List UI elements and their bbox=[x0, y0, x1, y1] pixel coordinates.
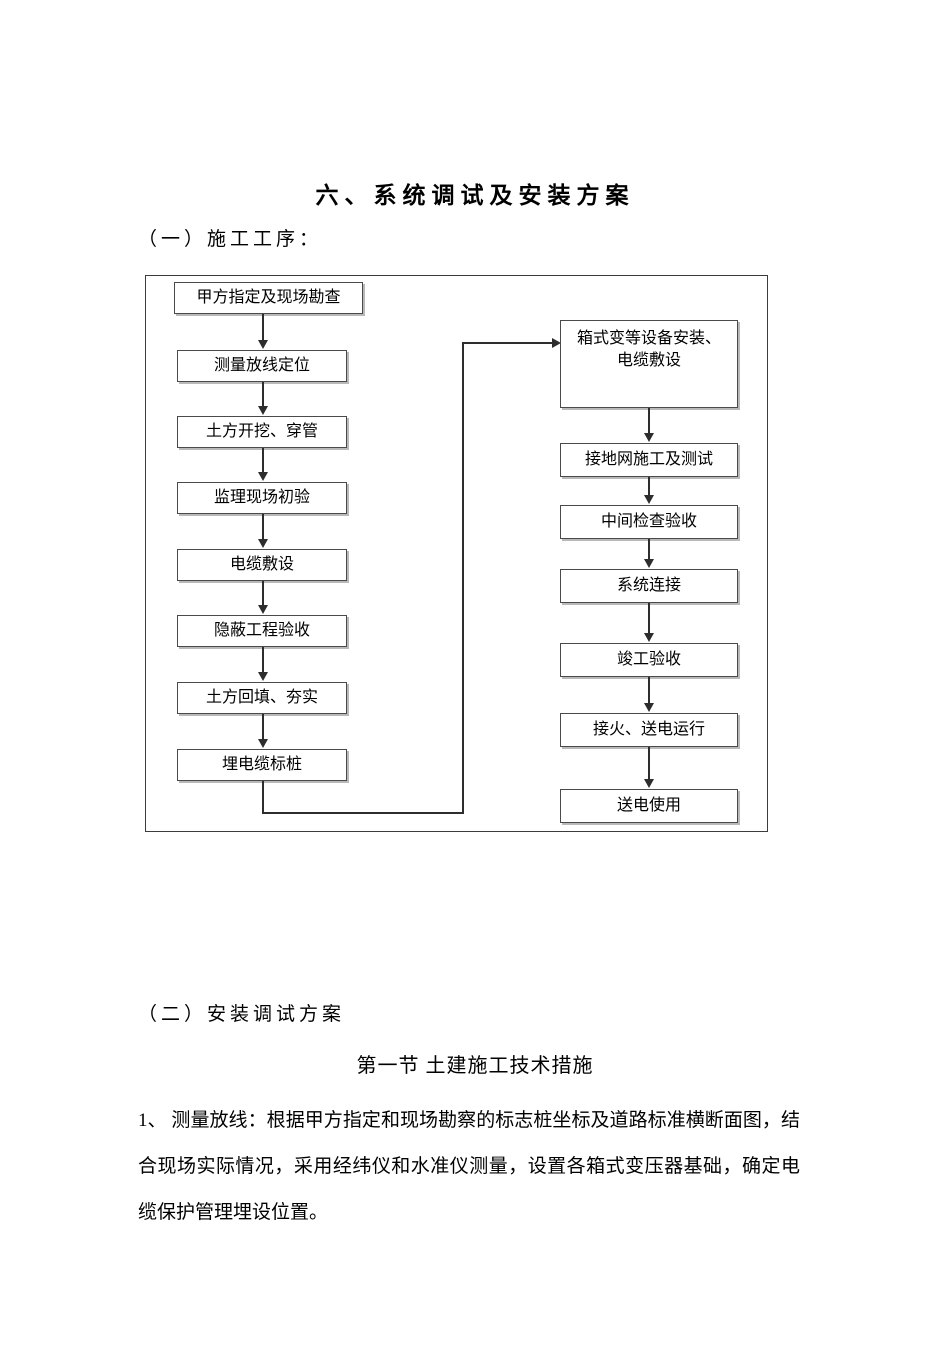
flow-box-left-1[interactable]: 甲方指定及现场勘查 bbox=[174, 282, 363, 314]
flow-box-left-3[interactable]: 土方开挖、穿管 bbox=[177, 416, 347, 448]
connector-right-3-4 bbox=[648, 539, 650, 560]
flow-box-right-2[interactable]: 接地网施工及测试 bbox=[560, 443, 738, 477]
section-heading-civil-works: 第一节 土建施工技术措施 bbox=[356, 1055, 594, 1077]
connector-bridge-up bbox=[462, 342, 464, 812]
connector-left-4-5 bbox=[262, 514, 264, 540]
connector-left-3-4 bbox=[262, 448, 264, 473]
arrowhead-right-5-6 bbox=[644, 703, 654, 712]
flow-box-right-5[interactable]: 竣工验收 bbox=[560, 643, 738, 677]
flow-box-left-7[interactable]: 土方回填、夯实 bbox=[177, 682, 347, 714]
arrowhead-left-4-5 bbox=[258, 539, 268, 548]
flow-box-right-6[interactable]: 接火、送电运行 bbox=[560, 713, 738, 747]
arrowhead-left-3-4 bbox=[258, 472, 268, 481]
connector-left-6-7 bbox=[262, 647, 264, 673]
flow-box-left-2[interactable]: 测量放线定位 bbox=[177, 350, 347, 382]
connector-right-2-3 bbox=[648, 477, 650, 496]
flowchart-canvas: 甲方指定及现场勘查 测量放线定位 土方开挖、穿管 监理现场初验 电缆敷设 隐蔽工… bbox=[146, 276, 767, 831]
connector-bridge-bottom bbox=[262, 812, 464, 814]
arrowhead-right-3-4 bbox=[644, 559, 654, 568]
connector-left-5-6 bbox=[262, 581, 264, 606]
connector-left-1-2 bbox=[262, 314, 264, 341]
arrowhead-left-2-3 bbox=[258, 406, 268, 415]
flow-box-left-5[interactable]: 电缆敷设 bbox=[177, 549, 347, 581]
connector-left-7-8 bbox=[262, 714, 264, 740]
connector-left-2-3 bbox=[262, 382, 264, 407]
body-paragraph-survey: 1、 测量放线：根据甲方指定和现场勘察的标志桩坐标及道路标准横断面图，结合现场实… bbox=[138, 1110, 800, 1223]
arrowhead-right-6-7 bbox=[644, 779, 654, 788]
subheading-construction-sequence: （一）施工工序： bbox=[138, 229, 323, 250]
flow-box-right-7[interactable]: 送电使用 bbox=[560, 789, 738, 823]
arrowhead-right-2-3 bbox=[644, 495, 654, 504]
connector-right-6-7 bbox=[648, 747, 650, 780]
arrowhead-bridge-to-right-1 bbox=[552, 338, 561, 348]
arrowhead-left-1-2 bbox=[258, 340, 268, 349]
flow-box-right-1[interactable]: 箱式变等设备安装、 电缆敷设 bbox=[560, 320, 738, 408]
arrowhead-left-5-6 bbox=[258, 605, 268, 614]
page-title: 六、系统调试及安装方案 bbox=[315, 183, 635, 208]
arrowhead-right-4-5 bbox=[644, 633, 654, 642]
subheading-installation-plan: （二）安装调试方案 bbox=[138, 1004, 346, 1025]
flow-box-left-8[interactable]: 埋电缆标桩 bbox=[177, 749, 347, 781]
arrowhead-left-6-7 bbox=[258, 672, 268, 681]
connector-right-1-2 bbox=[648, 408, 650, 434]
arrowhead-left-7-8 bbox=[258, 739, 268, 748]
flow-box-left-4[interactable]: 监理现场初验 bbox=[177, 482, 347, 514]
flow-box-right-3[interactable]: 中间检查验收 bbox=[560, 505, 738, 539]
connector-right-4-5 bbox=[648, 603, 650, 634]
connector-right-5-6 bbox=[648, 677, 650, 704]
connector-bridge-top bbox=[462, 342, 554, 344]
flowchart-frame: 甲方指定及现场勘查 测量放线定位 土方开挖、穿管 监理现场初验 电缆敷设 隐蔽工… bbox=[145, 275, 768, 832]
flow-box-left-6[interactable]: 隐蔽工程验收 bbox=[177, 615, 347, 647]
flow-box-right-4[interactable]: 系统连接 bbox=[560, 569, 738, 603]
connector-bridge-down bbox=[262, 781, 264, 813]
arrowhead-right-1-2 bbox=[644, 433, 654, 442]
